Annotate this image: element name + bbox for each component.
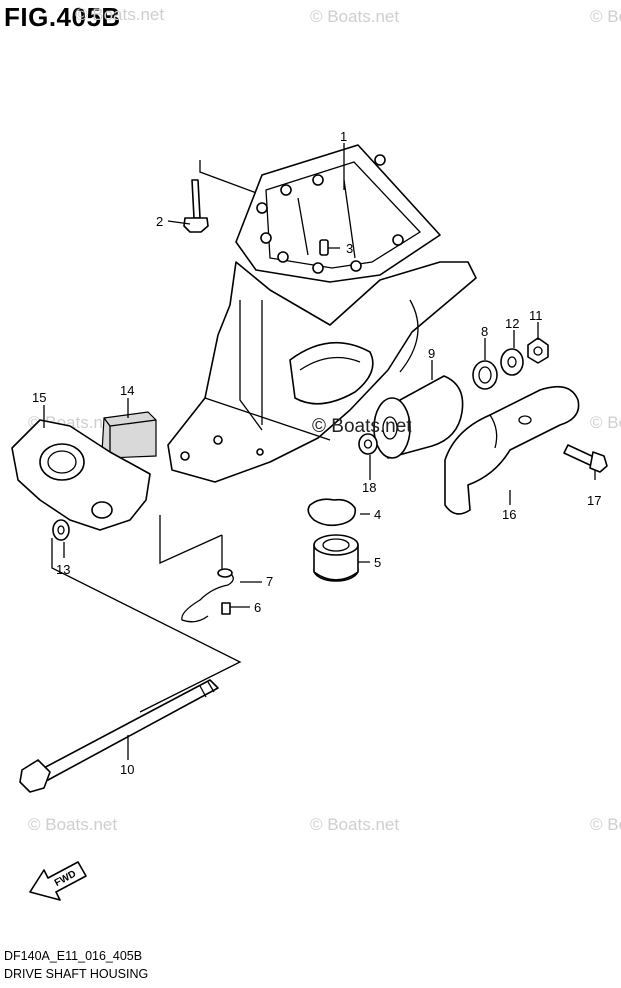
callout-12: 12 (505, 316, 519, 331)
mount-cover (444, 385, 580, 515)
watermark: © Boats.net (310, 815, 399, 834)
nut (527, 337, 549, 364)
callout-16: 16 (502, 507, 516, 522)
assembly-line (159, 515, 223, 565)
callout-11: 11 (529, 308, 543, 323)
callout-9: 9 (428, 346, 435, 361)
assembly-line (199, 160, 263, 196)
callout-5: 5 (374, 555, 381, 570)
figure-subtitle: DRIVE SHAFT HOUSING (4, 967, 149, 981)
callout-13: 13 (56, 562, 70, 577)
callout-3: 3 (346, 241, 353, 256)
gasket (307, 498, 357, 527)
callout-1: 1 (340, 129, 347, 144)
washer (472, 360, 498, 390)
watermark-center: © Boats.net (312, 416, 412, 437)
figure-title: FIG.405B (4, 2, 121, 32)
assembly-line (51, 538, 242, 713)
bolt (183, 179, 209, 233)
washer (500, 348, 524, 376)
callout-10: 10 (120, 762, 134, 777)
fwd-arrow-icon: FWD (29, 861, 87, 901)
callout-17: 17 (587, 493, 601, 508)
mount-bracket (11, 419, 151, 531)
leader-line (43, 143, 596, 760)
watermark: © Boats.net (590, 7, 621, 26)
watermark: © Boats.net (590, 413, 621, 432)
dowel-pin (319, 239, 329, 256)
callout-4: 4 (374, 507, 381, 522)
callout-7: 7 (266, 574, 273, 589)
hose-clip (181, 569, 234, 623)
long-bolt (19, 679, 219, 793)
watermark: © Boats.net (310, 7, 399, 26)
bearing (313, 534, 359, 582)
callout-2: 2 (156, 214, 163, 229)
watermark: © Boats.net (75, 5, 164, 24)
washer (52, 519, 70, 541)
callout-18: 18 (362, 480, 376, 495)
figure-code: DF140A_E11_016_405B (4, 949, 143, 963)
pad (101, 411, 157, 459)
small-bolt (221, 602, 231, 615)
watermark: © Boats.net (590, 815, 621, 834)
callout-6: 6 (254, 600, 261, 615)
callout-15: 15 (32, 390, 46, 405)
callout-8: 8 (481, 324, 488, 339)
mount-rubber (373, 375, 464, 459)
hose-clip-end (217, 568, 233, 578)
drive-shaft-housing (167, 144, 477, 483)
callout-14: 14 (120, 383, 134, 398)
washer (358, 433, 378, 455)
watermark: © Boats.net (28, 815, 117, 834)
bolt (563, 444, 608, 473)
